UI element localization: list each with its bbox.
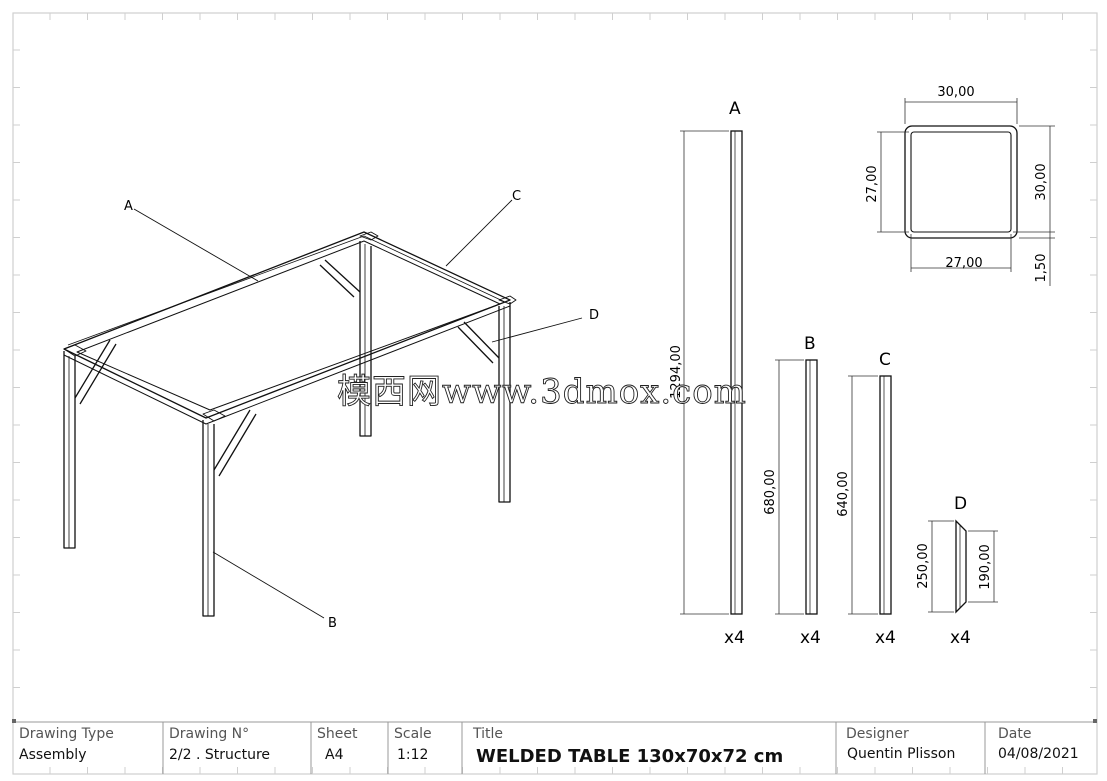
part-a-qty: x4 [724, 628, 745, 648]
part-a-bar [730, 130, 743, 615]
title-block-date: Date 04/08/2021 [985, 722, 1097, 774]
section-inner-width: 27,00 [945, 256, 982, 271]
frame-ticks [13, 13, 1097, 774]
scale-label: Scale [394, 726, 432, 742]
drawing-no-label: Drawing N° [169, 726, 250, 742]
isometric-table-view [63, 231, 517, 617]
scale-value: 1:12 [397, 747, 429, 763]
part-c-view: C 640,00 x4 [836, 350, 896, 648]
part-a-view: A 1294,00 x4 [669, 99, 745, 648]
part-c-qty: x4 [875, 628, 896, 648]
designer-label: Designer [846, 726, 909, 742]
drawing-type-value: Assembly [19, 747, 87, 763]
title-block-designer: Designer Quentin Plisson [836, 722, 985, 774]
part-c-letter: C [879, 350, 891, 370]
title-block-scale: Scale 1:12 [388, 722, 462, 774]
iso-label-a: A [124, 199, 133, 214]
title-block-sheet: Sheet A4 [311, 722, 388, 774]
designer-value: Quentin Plisson [847, 746, 956, 762]
part-d-length-outer: 250,00 [916, 543, 931, 589]
title-block-grid [13, 721, 1097, 774]
part-d-qty: x4 [950, 628, 971, 648]
drawing-type-label: Drawing Type [19, 726, 114, 742]
section-outer-width: 30,00 [937, 85, 974, 100]
leader-lines [133, 199, 583, 619]
part-b-letter: B [804, 334, 816, 354]
part-c-bar [879, 375, 892, 615]
part-d-letter: D [954, 494, 967, 514]
tube-section-view: 30,00 30,00 27,00 27,00 1,50 [865, 85, 1055, 286]
title-block-title: Title WELDED TABLE 130x70x72 cm [462, 722, 836, 774]
part-a-length: 1294,00 [669, 345, 684, 399]
sheet-value: A4 [325, 747, 344, 763]
drawing-frame [12, 12, 1098, 775]
part-b-bar [805, 359, 818, 615]
section-outer-height: 30,00 [1034, 163, 1049, 200]
part-c-length: 640,00 [836, 471, 851, 517]
section-wall: 1,50 [1034, 254, 1049, 283]
iso-label-d: D [589, 308, 599, 323]
title-block-drawing-no: Drawing N° 2/2 . Structure [163, 722, 311, 774]
iso-label-b: B [328, 616, 337, 631]
part-b-view: B 680,00 x4 [763, 334, 821, 648]
title-value: WELDED TABLE 130x70x72 cm [476, 746, 784, 767]
part-d-length-inner: 190,00 [978, 544, 993, 590]
drawing-no-value: 2/2 . Structure [169, 747, 271, 763]
title-label: Title [473, 726, 504, 742]
title-block-drawing-type: Drawing Type Assembly [13, 722, 163, 774]
section-outer [904, 125, 1018, 239]
watermark: 模西网www.3dmox.com [337, 372, 747, 412]
date-value: 04/08/2021 [998, 746, 1079, 762]
section-inner [910, 131, 1012, 233]
part-d-brace [955, 519, 967, 614]
part-b-qty: x4 [800, 628, 821, 648]
date-label: Date [998, 726, 1032, 742]
sheet-label: Sheet [317, 726, 358, 742]
part-d-view: D 250,00 190,00 x4 [916, 494, 998, 648]
iso-label-c: C [512, 189, 521, 204]
part-a-letter: A [729, 99, 741, 119]
section-inner-height: 27,00 [865, 165, 880, 202]
part-b-length: 680,00 [763, 469, 778, 515]
